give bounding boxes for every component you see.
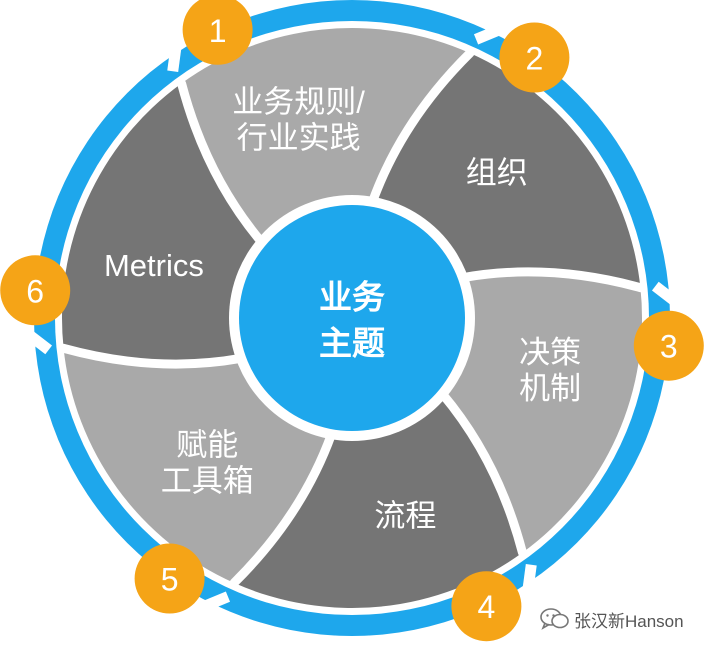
ring-gap [18, 325, 53, 355]
step-badge-5 [134, 543, 205, 614]
segment-4-label: 工具箱 [161, 464, 254, 499]
center-title-line2: 主题 [319, 325, 385, 362]
step-badge-2 [499, 22, 570, 93]
ring-gap [651, 281, 686, 311]
wechat-icon [540, 608, 569, 630]
watermark-text: 张汉新Hanson [574, 611, 684, 631]
segment-5-label: Metrics [104, 248, 204, 283]
watermark: 张汉新Hanson [540, 606, 684, 632]
step-number-1: 1 [209, 13, 227, 49]
step-number-4: 4 [477, 589, 495, 625]
segment-2-label: 决策 [519, 335, 581, 370]
step-badge-6 [0, 255, 71, 326]
ring-gap [167, 37, 183, 72]
step-number-2: 2 [525, 41, 543, 77]
step-number-3: 3 [660, 329, 678, 365]
center-circle [239, 205, 465, 431]
step-badge-4 [451, 571, 522, 642]
segment-2-label: 机制 [519, 371, 581, 406]
segment-1-label: 组织 [466, 155, 528, 190]
segment-separator [458, 267, 645, 293]
segment-5 [62, 83, 262, 365]
segment-3 [234, 393, 523, 608]
step-badge-3 [633, 310, 704, 381]
segment-separator [437, 389, 527, 558]
ring-gap [194, 591, 231, 615]
step-number-6: 6 [26, 273, 44, 309]
segment-6 [181, 28, 470, 243]
step-number-5: 5 [161, 561, 179, 597]
segment-4 [63, 348, 332, 583]
segment-6-label: 行业实践 [237, 121, 361, 156]
segment-1 [372, 53, 641, 288]
segment-separator [177, 78, 267, 247]
segment-6-label: 业务规则/ [232, 85, 365, 120]
segment-separator [59, 343, 246, 369]
ring-gap [521, 564, 537, 599]
step-badge-1 [182, 0, 253, 65]
segment-4-label: 赋能 [176, 428, 238, 463]
segment-2 [442, 271, 643, 553]
segment-separator [229, 429, 337, 588]
segment-3-label: 流程 [374, 498, 436, 533]
segment-separator [367, 48, 475, 207]
center-title-line1: 业务 [319, 279, 385, 316]
ring-gap [473, 21, 510, 45]
